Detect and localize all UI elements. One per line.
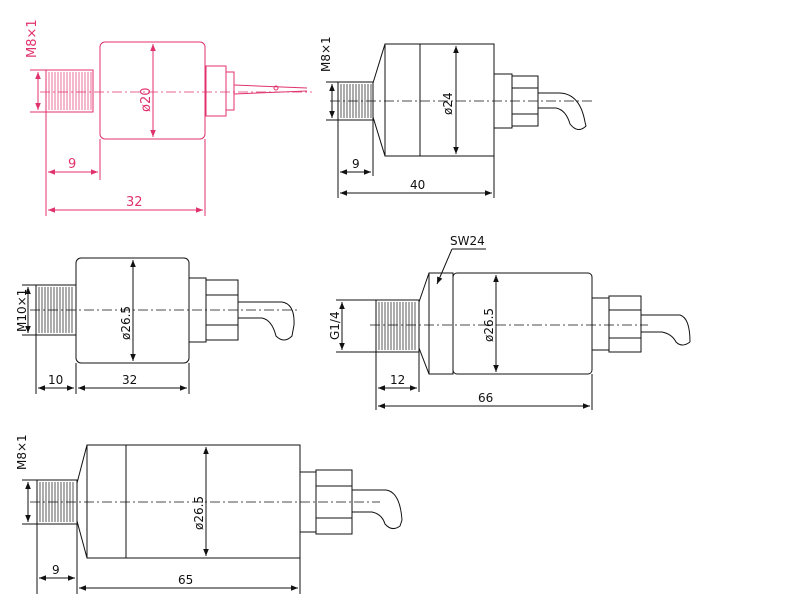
overall-length-label: 32 bbox=[126, 195, 143, 210]
overall-length-label: 40 bbox=[410, 178, 425, 192]
thread-length-label: 9 bbox=[52, 563, 60, 577]
thread-label: M10×1 bbox=[15, 289, 29, 332]
sensor-view-5: ø26.5 M8×1 9 65 bbox=[15, 434, 403, 594]
thread-fitting bbox=[375, 299, 420, 353]
hex-body bbox=[372, 43, 495, 157]
overall-length-label: 65 bbox=[178, 573, 193, 587]
diameter-label: ø26.5 bbox=[482, 308, 496, 342]
diameter-label: ø20 bbox=[139, 88, 154, 113]
thread-label: M8×1 bbox=[25, 19, 40, 58]
thread-label: G1/4 bbox=[328, 311, 342, 340]
thread-fitting bbox=[45, 69, 94, 113]
thread-length-label: 10 bbox=[48, 373, 63, 387]
cable-gland bbox=[205, 65, 308, 117]
diameter-label: ø24 bbox=[441, 92, 455, 115]
sensor-body bbox=[99, 41, 206, 140]
thread-length-label: 9 bbox=[68, 157, 76, 172]
thread-length-label: 12 bbox=[390, 373, 405, 387]
thread-length-label: 9 bbox=[352, 157, 360, 171]
hex-body bbox=[76, 444, 301, 559]
hex-body bbox=[418, 272, 593, 375]
cable-gland bbox=[591, 295, 691, 353]
body-length-label: 32 bbox=[122, 373, 137, 387]
diameter-label: ø26.5 bbox=[119, 306, 133, 340]
sensor-view-4: ø26.5 G1/4 SW24 12 66 bbox=[328, 234, 691, 410]
diameter-label: ø26.5 bbox=[192, 496, 206, 530]
sensor-view-2: ø24 M8×1 9 40 bbox=[319, 36, 592, 198]
cable-gland bbox=[493, 73, 587, 130]
sensor-view-3: ø26.5 M10×1 10 32 bbox=[15, 257, 300, 394]
overall-length-label: 66 bbox=[478, 391, 493, 405]
sensor-view-1: ø20 M8×1 9 32 bbox=[25, 19, 312, 216]
thread-label: M8×1 bbox=[15, 434, 29, 470]
thread-label: M8×1 bbox=[319, 36, 333, 72]
wrench-size-label: SW24 bbox=[450, 234, 485, 248]
